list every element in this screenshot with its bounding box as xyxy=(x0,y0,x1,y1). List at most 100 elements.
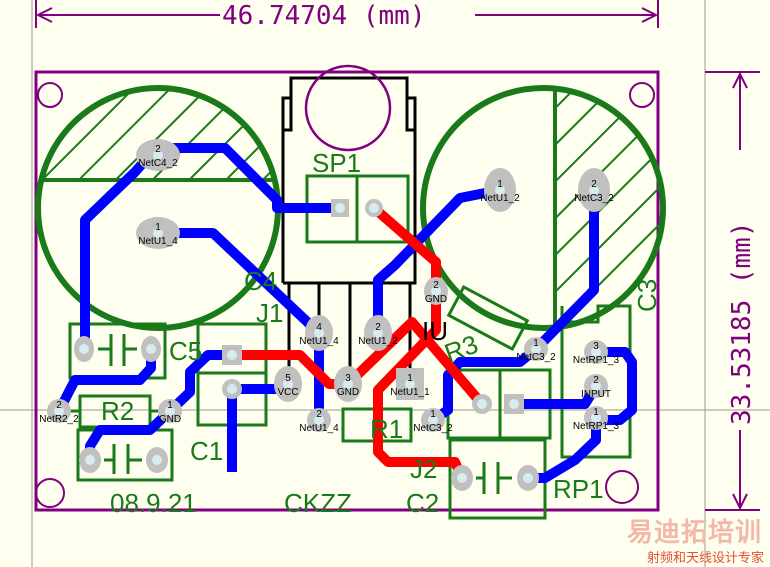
pad-net-name: NetU1_2 xyxy=(480,193,520,204)
designator-r1: R1 xyxy=(370,414,403,444)
height-dimension-label: 33.53185 (mm) xyxy=(727,222,757,426)
pad-number: 2 xyxy=(433,280,439,291)
pad-hole xyxy=(165,406,175,416)
pad-hole xyxy=(431,286,441,296)
pad-hole xyxy=(314,415,324,425)
pad-hole xyxy=(283,379,293,389)
designator-j2: J2 xyxy=(410,454,437,484)
designator-u1: IU xyxy=(422,316,448,346)
pad-hole xyxy=(314,328,324,338)
pad-number: 1 xyxy=(533,338,539,349)
pad-hole xyxy=(531,344,541,354)
pad-hole xyxy=(405,379,415,389)
designators: SP1 C4 J1 C5 R2 C1 IU R3 C3 R1 J2 C2 RP1… xyxy=(101,148,662,518)
watermark-tagline: 射频和天线设计专家 xyxy=(646,551,764,566)
pad-number: 2 xyxy=(56,400,62,411)
watermark-brand: 易迪拓培训 xyxy=(626,518,762,548)
designator-c4: C4 xyxy=(244,266,277,296)
height-dimension xyxy=(705,71,760,511)
silk-name: CKZZ xyxy=(284,488,352,518)
pad-net-name: NetRP1_3 xyxy=(573,421,620,432)
designator-sp1: SP1 xyxy=(312,148,361,178)
pad-hole xyxy=(54,406,64,416)
pad-net-name: NetC3_2 xyxy=(574,193,614,204)
designator-c2: C2 xyxy=(406,488,439,518)
pad-hole xyxy=(428,415,438,425)
mounting-holes xyxy=(35,82,655,508)
pad-net-name: NetU1_1 xyxy=(390,387,430,398)
bottom-layer-traces[interactable] xyxy=(54,143,637,483)
mounting-hole xyxy=(605,470,639,504)
pad-net-name: NetU1_4 xyxy=(299,423,339,434)
pad-number: 1 xyxy=(167,400,173,411)
pad-net-name: NetC3_2 xyxy=(516,352,556,363)
designator-c5: C5 xyxy=(169,336,202,366)
pad-hole xyxy=(153,228,163,238)
mounting-hole xyxy=(35,478,65,508)
mounting-hole xyxy=(37,82,63,108)
pad-number: 1 xyxy=(497,179,503,190)
pad-number: 1 xyxy=(155,222,161,233)
pad-number: 3 xyxy=(345,373,351,384)
pad-number: 2 xyxy=(593,375,599,386)
pad-number: 3 xyxy=(593,341,599,352)
pad-hole xyxy=(373,328,383,338)
pad-hole xyxy=(591,413,601,423)
pad-net-name: GND xyxy=(337,387,359,398)
pad-number: 2 xyxy=(155,144,161,155)
pad-hole xyxy=(591,381,601,391)
pad-number: 2 xyxy=(316,409,322,420)
designator-c3: C3 xyxy=(632,279,662,312)
pad-net-name: GND xyxy=(159,414,181,425)
pad-hole xyxy=(343,379,353,389)
pad-net-name: NetRP1_3 xyxy=(573,355,620,366)
net-labelled-pads[interactable]: 2NetC4_21NetU1_41NetU1_22NetC3_24NetU1_4… xyxy=(39,139,620,434)
pad-net-name: VCC xyxy=(277,387,298,398)
pad-net-name: NetU1_4 xyxy=(299,336,339,347)
board-outline xyxy=(34,70,660,512)
rp1-footprint xyxy=(560,304,632,459)
pad-number: 1 xyxy=(407,373,413,384)
designator-c1: C1 xyxy=(190,436,223,466)
pad-hole xyxy=(495,185,505,195)
silk-date: 08.9.21 xyxy=(110,488,197,518)
pad-net-name: NetU1_4 xyxy=(138,236,178,247)
mounting-hole xyxy=(629,82,655,108)
pad-number: 4 xyxy=(316,322,322,333)
pad-net-name: NetU1_2 xyxy=(358,336,398,347)
pad-net-name: NetR2_2 xyxy=(39,414,79,425)
pad-number: 1 xyxy=(430,409,436,420)
pad-net-name: NetC3_2 xyxy=(413,423,453,434)
pad-hole xyxy=(153,150,163,160)
pad-net-name: GND xyxy=(425,294,447,305)
pad-number: 5 xyxy=(285,373,291,384)
designator-j1: J1 xyxy=(256,298,283,328)
pad-hole xyxy=(589,185,599,195)
component-pads[interactable] xyxy=(74,199,539,491)
pad-net-name: NetC4_2 xyxy=(138,158,178,169)
pad-hole xyxy=(591,347,601,357)
width-dimension-label: 46.74704 (mm) xyxy=(222,1,426,31)
designator-r2: R2 xyxy=(101,396,134,426)
width-dimension xyxy=(35,0,659,28)
